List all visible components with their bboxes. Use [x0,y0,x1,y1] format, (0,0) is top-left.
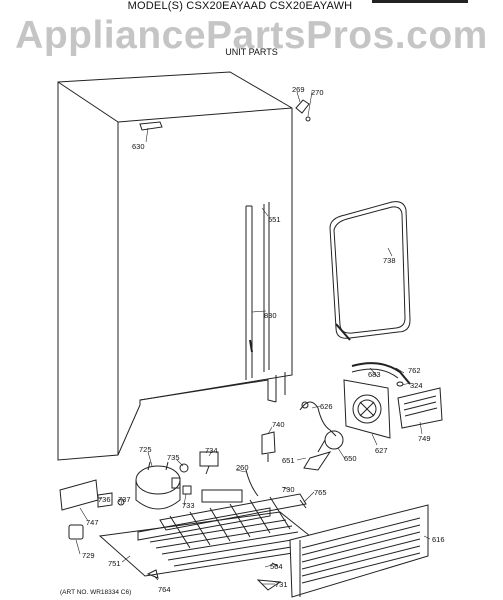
compressor-drawing [135,461,181,510]
model-header: MODEL(S) CSX20EAYAAD CSX20EAYAWH [127,0,353,12]
callout-734: 734 [205,446,218,455]
rear-grille-drawing [289,504,429,598]
art-number: (ART NO. WR18334 C6) [60,589,132,596]
callout-650: 650 [344,454,357,463]
callout-651: 651 [282,456,295,465]
callout-324: 324 [410,381,423,390]
callout-725: 725 [139,445,152,454]
heater-loop-drawing [329,201,411,341]
callout-762: 762 [408,366,421,375]
callout-740: 740 [272,420,285,429]
callout-260: 260 [236,463,249,472]
callout-616: 616 [432,535,445,544]
fan-shroud-drawing [343,379,391,439]
callout-747: 747 [86,518,99,527]
callout-736: 736 [98,495,111,504]
callout-749: 749 [418,434,431,443]
part-callouts: 269 270 630 551 738 830 683 762 324 626 … [82,85,445,594]
callout-269: 269 [292,85,305,94]
callout-830: 830 [264,311,277,320]
callout-729: 729 [82,551,95,560]
callout-730: 730 [282,485,295,494]
callout-564: 564 [270,562,283,571]
callout-765: 765 [314,488,327,497]
callout-735: 735 [167,453,180,462]
callout-751: 751 [108,559,121,568]
section-title: UNIT PARTS [225,47,278,57]
callout-270: 270 [311,88,324,97]
callout-630: 630 [132,142,145,151]
callout-627: 627 [375,446,388,455]
callout-733: 733 [182,501,195,510]
header-rule [372,0,468,3]
callout-626: 626 [320,402,333,411]
cabinet-drawing [57,71,311,461]
callout-683: 683 [368,370,381,379]
callout-738: 738 [383,256,396,265]
watermark-logo: AppliancePartsPros.com [15,14,488,57]
callout-737: 737 [118,495,131,504]
callout-764: 764 [158,585,171,594]
callout-551: 551 [268,215,281,224]
callout-731: 731 [275,580,288,589]
